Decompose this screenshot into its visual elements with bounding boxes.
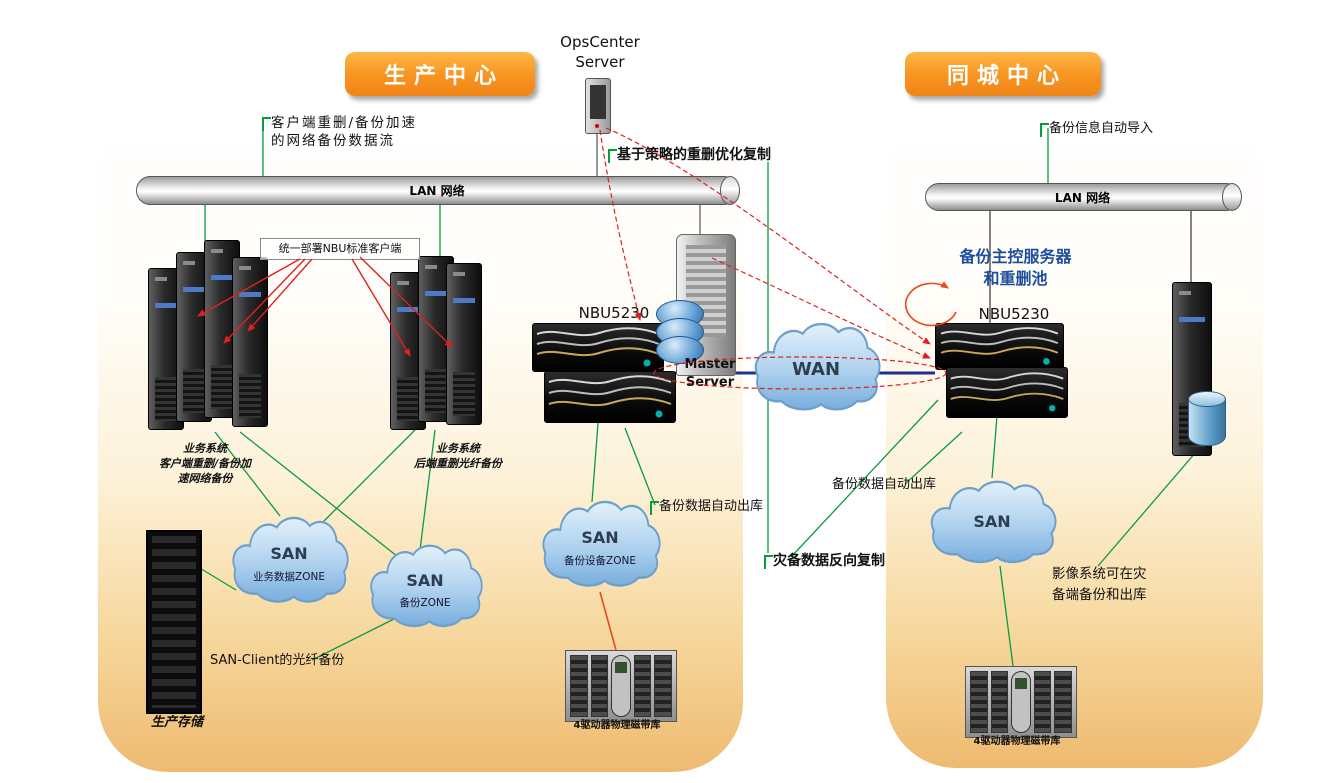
production-center-title-text: 生产中心 (383, 64, 504, 89)
opscenter-server-icon (585, 78, 611, 134)
nbu5230-left-label: NBU5230 (578, 304, 650, 322)
san-cloud-backup-zone: SAN 备份ZONE (366, 540, 484, 636)
lan-pipe-right: LAN 网络 (925, 183, 1242, 211)
backup-info-import-note: 备份信息自动导入 (1040, 120, 1199, 138)
san2-title: SAN (406, 570, 444, 590)
tape-center-label: 4驱动器物理磁带库 (573, 720, 661, 731)
san-cloud-business-zone: SAN 业务数据ZONE (228, 512, 350, 612)
wan-title: WAN (791, 358, 841, 380)
disk-cylinder-top-icon (1188, 391, 1226, 407)
lan-pipe-left: LAN 网络 (136, 176, 740, 205)
nbu5230-right-label: NBU5230 (978, 305, 1050, 323)
master-server-label: Master Server (684, 357, 736, 390)
wan-cloud: WAN (750, 318, 882, 420)
tape-right-label: 4驱动器物理磁带库 (973, 736, 1061, 747)
biz-system-b-label: 业务系统 后端重删光纤备份 (414, 442, 502, 470)
city-center-title: 同城中心 (905, 52, 1101, 96)
production-center-title: 生产中心 (345, 52, 535, 96)
prod-storage-label: 生产存储 (150, 715, 203, 730)
backup-auto-out-right-note: 备份数据自动出库 (832, 477, 937, 492)
server-tower-icon (446, 263, 482, 425)
san1-zone: 业务数据ZONE (253, 571, 325, 583)
san3-zone: 备份设备ZONE (564, 555, 636, 567)
backup-auto-out-left-note: 备份数据自动出库 (650, 498, 794, 516)
nbu-appliance-icon (532, 323, 664, 372)
dr-reverse-note: 灾备数据反向复制 (764, 552, 923, 571)
lan-left-label: LAN 网络 (409, 184, 465, 198)
nbu-appliance-icon (544, 371, 676, 423)
biz-system-a-label: 业务系统 客户端重删/备份加 速网络备份 (158, 442, 252, 485)
opscenter-label: OpsCenter Server (560, 33, 640, 72)
tape-library-icon (565, 650, 677, 722)
backup-master-label: 备份主控服务器 和重删池 (959, 247, 1072, 288)
server-tower-icon (232, 257, 268, 427)
san-client-note: SAN-Client的光纤备份 (210, 653, 345, 668)
san1-title: SAN (270, 544, 308, 563)
san-right-title: SAN (973, 512, 1011, 532)
policy-replication-note: 基于策略的重删优化复制 (608, 146, 827, 165)
image-system-note: 影像系统可在灾 备端备份和出库 (1052, 566, 1147, 603)
nbu-appliance-icon (946, 367, 1068, 418)
city-center-title-text: 同城中心 (946, 64, 1067, 89)
san3-title: SAN (581, 528, 619, 547)
tape-library-icon (965, 666, 1077, 738)
lan-right-label: LAN 网络 (1054, 190, 1111, 205)
client-dedup-note: 客户端重删/备份加速 的网络备份数据流 (262, 114, 461, 150)
nbu-client-note: 统一部署NBU标准客户端 (260, 238, 420, 260)
nbu-appliance-icon (935, 323, 1064, 370)
storage-rack-icon (146, 530, 202, 714)
san-cloud-backup-device-zone: SAN 备份设备ZONE (538, 496, 662, 596)
san2-zone: 备份ZONE (399, 596, 451, 609)
